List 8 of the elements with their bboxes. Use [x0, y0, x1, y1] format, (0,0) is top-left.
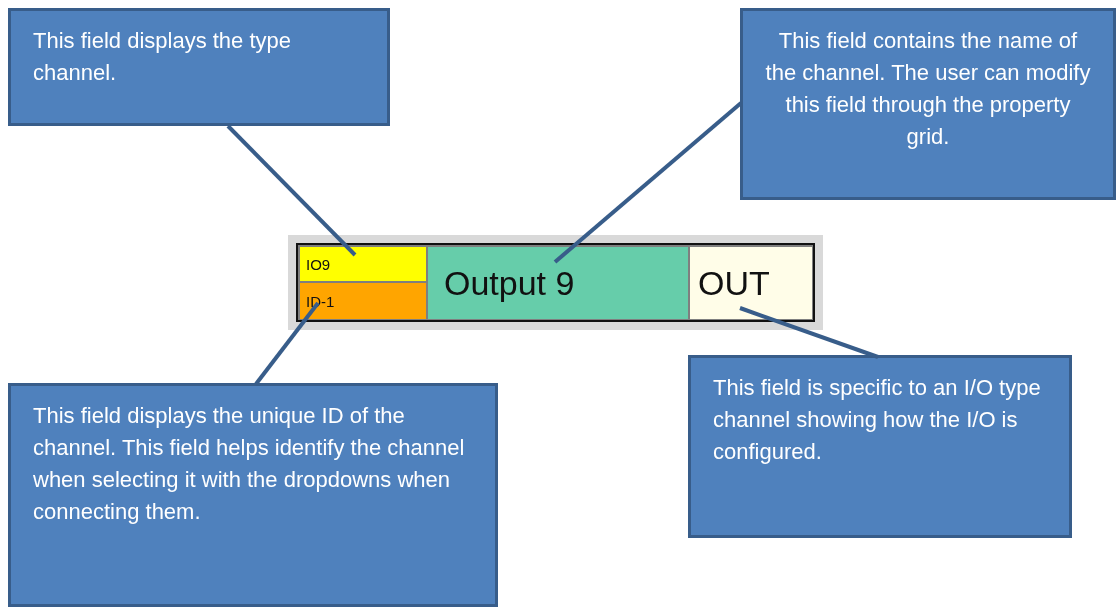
callout-box: This field displays the type channel. — [8, 8, 390, 126]
callout-box: This field is specific to an I/O type channel showing how the I/O is configured. — [688, 355, 1072, 538]
callout-box: This field contains the name of the channel. The user can modify this field through the property grid. — [740, 8, 1116, 200]
channel-name-field: Output 9 — [428, 247, 688, 319]
leader-line — [226, 124, 357, 257]
io-config-field: OUT — [690, 247, 812, 319]
channel-type-field: IO9 — [300, 247, 426, 281]
callout-box: This field displays the unique ID of the channel. This field helps identify the channel when selecting it with the dropdowns when connecting them. — [8, 383, 498, 607]
